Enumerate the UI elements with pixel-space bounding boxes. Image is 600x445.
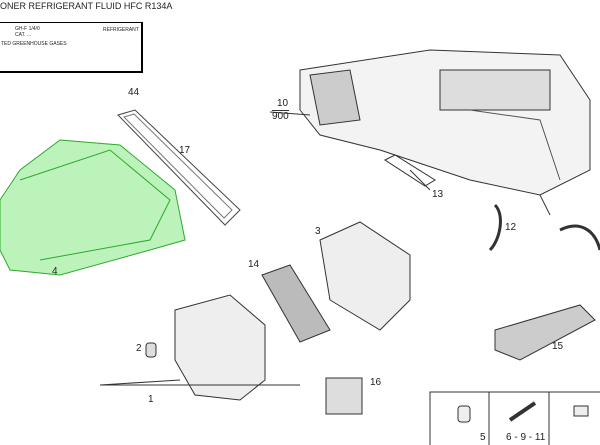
part-44-gasket[interactable] xyxy=(117,109,241,226)
part-17-seal[interactable] xyxy=(123,113,233,219)
part-4-highlighted[interactable] xyxy=(0,139,186,276)
callout-13: 13 xyxy=(432,189,444,200)
part-15-control-panel[interactable] xyxy=(494,304,596,361)
refrigerant-title: ONER REFRIGERANT FLUID HFC R134A xyxy=(0,1,173,11)
callout-900: 900 xyxy=(272,110,289,122)
part-6-9-11-screw xyxy=(508,401,537,422)
box-line-3: TED GREENHOUSE GASES xyxy=(1,41,67,47)
callout-15: 15 xyxy=(552,341,564,352)
callout-2: 2 xyxy=(136,343,142,354)
callout-14: 14 xyxy=(248,259,260,270)
part-16-resistor[interactable] xyxy=(325,377,363,415)
box-line-2: CAT. ... xyxy=(15,32,32,38)
callout-44: 44 xyxy=(128,87,140,98)
small-parts-table xyxy=(429,391,600,445)
part-10-heater-housing[interactable] xyxy=(299,49,591,196)
part-13-gasket[interactable] xyxy=(383,154,436,187)
callout-6-9-11: 6 - 9 - 11 xyxy=(506,432,546,443)
callout-10: 10 xyxy=(277,98,289,109)
callout-4: 4 xyxy=(52,266,58,277)
refrigerant-label-box: GH-F 1/4/0 CAT. ... REFRIGERANT TED GREE… xyxy=(0,22,143,73)
hose xyxy=(559,224,600,251)
clip-part xyxy=(573,405,589,417)
callout-12: 12 xyxy=(505,222,517,233)
part-12-drain[interactable] xyxy=(488,203,502,252)
callout-17: 17 xyxy=(179,145,191,156)
callout-3: 3 xyxy=(315,226,321,237)
leader-lines xyxy=(99,111,551,386)
part-3-blower-case[interactable] xyxy=(319,221,411,331)
box-right: REFRIGERANT xyxy=(103,27,139,33)
callout-1: 1 xyxy=(148,394,154,405)
part-2-plug[interactable] xyxy=(145,342,157,358)
box-line-1: GH-F 1/4/0 xyxy=(15,26,40,32)
part-5-bushing xyxy=(457,405,471,423)
part-1-lower-case[interactable] xyxy=(174,294,266,401)
part-14-cabin-filter[interactable] xyxy=(261,264,331,343)
callout-5: 5 xyxy=(480,432,486,443)
callout-16: 16 xyxy=(370,377,382,388)
